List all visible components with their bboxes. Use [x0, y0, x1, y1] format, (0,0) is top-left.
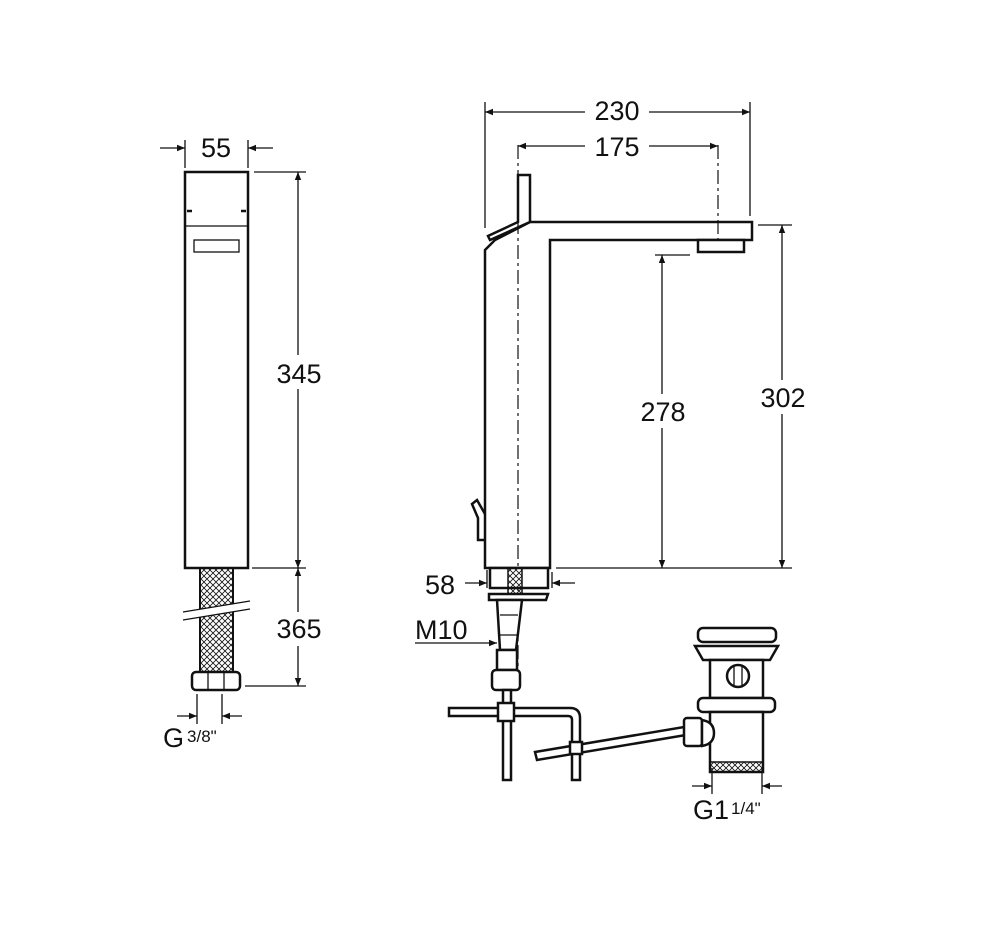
threaded-rod	[495, 598, 524, 652]
total-reach-dimension: 230	[594, 96, 639, 126]
lever-detail	[193, 239, 240, 253]
body-height-dimension: 345	[276, 359, 321, 389]
pop-up-linkage	[447, 706, 582, 782]
mixer-body-front	[483, 220, 754, 570]
spout-reach-dimension: 175	[594, 132, 639, 162]
base-diameter-dimension: 58	[425, 570, 455, 600]
pop-up-rod	[470, 498, 487, 542]
aerator	[696, 238, 746, 254]
hose-nut	[190, 670, 242, 692]
mixer-body-side	[183, 170, 250, 570]
outlet-height-dimension: 278	[640, 397, 685, 427]
hose-length-dimension: 365	[276, 614, 321, 644]
pop-up-waste	[682, 626, 781, 774]
flexible-hose	[199, 567, 234, 673]
thread-label: M10	[415, 615, 468, 645]
waste-rod	[533, 725, 688, 762]
width-dimension: 55	[201, 133, 231, 163]
total-height-dimension: 302	[760, 383, 805, 413]
